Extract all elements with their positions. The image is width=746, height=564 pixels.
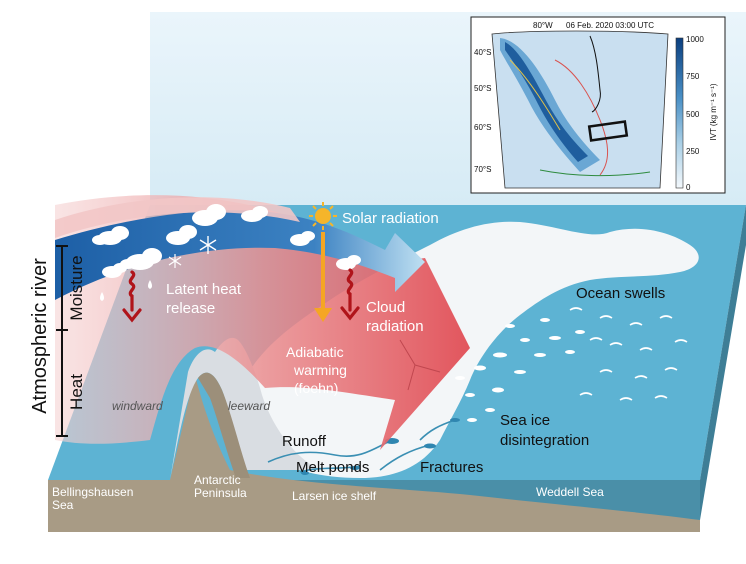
bellingshausen-label-line2: Sea [52, 498, 74, 512]
cloud-radiation-arrow-icon [340, 268, 360, 321]
atmospheric-river-label: Atmospheric river [29, 258, 51, 414]
latent-heat-arrow-icon [122, 270, 142, 323]
adiabatic-label-line1: Adiabatic [286, 344, 344, 360]
cloud-radiation-label-line1: Cloud [366, 299, 405, 316]
heat-label: Heat [67, 374, 86, 410]
inset-colorbar [675, 37, 684, 189]
colorbar-tick: 750 [686, 72, 700, 81]
sea-ice-label-line1: Sea ice [500, 412, 550, 429]
raindrop-icon [100, 292, 104, 301]
snowflake-icon [199, 236, 217, 254]
cloud-icon [192, 204, 226, 226]
latent-heat-label-line2: release [166, 300, 215, 317]
sea-ice-fragments [455, 318, 585, 422]
colorbar-label: IVT (kg m⁻¹ s⁻¹) [709, 83, 718, 141]
cloud-icon [102, 263, 127, 278]
adiabatic-label-line2: warming [293, 362, 347, 378]
ground-cross-section [48, 375, 700, 532]
peninsula-label-line2: Peninsula [194, 486, 247, 500]
inset-target-box [587, 120, 629, 142]
cloud-icon [120, 248, 162, 270]
runoff-label: Runoff [282, 433, 327, 450]
fracture-lines [399, 339, 441, 391]
peninsula-rock [198, 372, 250, 478]
solar-ray-arrow-icon [314, 232, 332, 322]
raindrop-icon [148, 280, 152, 289]
weddell-sea-label: Weddell Sea [536, 485, 604, 499]
colorbar-tick: 500 [686, 110, 700, 119]
cloud-icon [166, 225, 197, 245]
ocean-swell-marks [569, 307, 688, 401]
cloud-icon [92, 226, 129, 245]
inset-lat-label: 40°S [474, 48, 491, 57]
inset-lat-label: 60°S [474, 123, 491, 132]
inset-contour-red [554, 59, 608, 176]
moisture-band-arrow [55, 210, 425, 300]
inset-contour-green [539, 169, 651, 177]
ocean-right-side [700, 205, 746, 520]
inset-lat-label: 50°S [474, 84, 491, 93]
sea-ice-label-line2: disintegration [500, 432, 589, 449]
peninsula-mountain [170, 337, 320, 480]
inset-ivt-core [505, 42, 588, 162]
inset-lat-label: 70°S [474, 165, 491, 174]
melt-ponds-label: Melt ponds [296, 459, 369, 476]
ocean-swells-label: Ocean swells [576, 285, 665, 302]
cloud-icon [241, 206, 268, 222]
colorbar-tick: 0 [686, 183, 691, 192]
inset-header-time: 06 Feb. 2020 03:00 UTC [566, 21, 654, 30]
ivt-inset-map: 80°W 06 Feb. 2020 03:00 UTC 40°S 50°S 60… [470, 16, 726, 194]
peninsula-label-line1: Antarctic [194, 473, 241, 487]
colorbar-tick: 1000 [686, 35, 704, 44]
cloud-icon [336, 255, 361, 270]
latent-heat-label-line1: Latent heat [166, 281, 242, 298]
fractures-label: Fractures [420, 459, 483, 476]
moisture-label: Moisture [67, 255, 86, 320]
cloud-group [92, 204, 361, 278]
sun-icon [309, 202, 337, 230]
adiabatic-label-line3: (foehn) [294, 380, 338, 396]
solar-radiation-label: Solar radiation [342, 210, 439, 227]
larsen-ice-shelf-label: Larsen ice shelf [292, 489, 377, 503]
cloud-radiation-label-line2: radiation [366, 318, 424, 335]
inset-coastline [589, 35, 601, 113]
bellingshausen-label-line1: Bellingshausen [52, 485, 133, 499]
colorbar-tick: 250 [686, 147, 700, 156]
leeward-label: leeward [228, 399, 270, 413]
inset-contour-yellow [509, 59, 561, 131]
windward-label: windward [112, 399, 163, 413]
arrow-top-highlight [55, 197, 300, 238]
raindrop-icons [100, 280, 152, 301]
cloud-icon [290, 231, 315, 246]
snowflake-icon [168, 254, 182, 268]
inset-header-lon: 80°W [533, 21, 553, 30]
